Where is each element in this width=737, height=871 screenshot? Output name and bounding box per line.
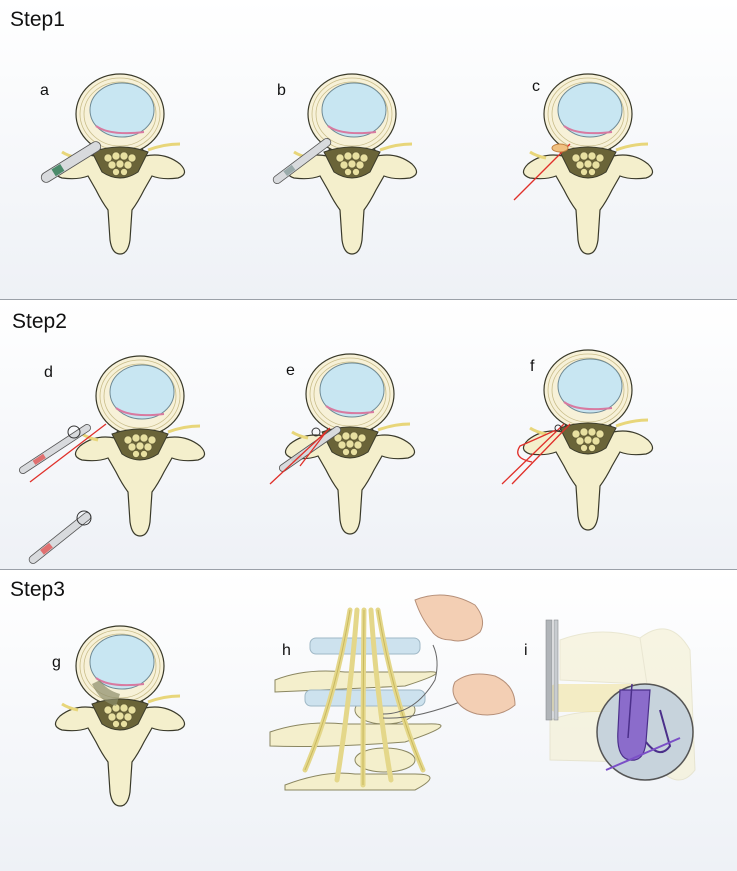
figure-b-vertebra-icon bbox=[272, 73, 418, 255]
step1-panel: Step1 a b c bbox=[0, 0, 737, 299]
figure-label-d: d bbox=[44, 364, 53, 381]
step1-title: Step1 bbox=[10, 8, 65, 31]
guide-wire-icon bbox=[269, 427, 331, 485]
guide-wire-icon bbox=[511, 423, 571, 485]
needle-icon bbox=[272, 138, 332, 185]
figure-d-vertebra-icon bbox=[19, 355, 206, 564]
figure-i-magnified-repair-icon bbox=[545, 619, 696, 781]
guide-wire-icon bbox=[29, 423, 107, 483]
guide-wire-icon bbox=[299, 431, 327, 467]
guide-wire-icon bbox=[501, 423, 565, 485]
needle-icon bbox=[28, 512, 92, 564]
figure-label-a: a bbox=[40, 82, 49, 99]
step3-title: Step3 bbox=[10, 578, 65, 601]
figure-e-vertebra-icon bbox=[269, 353, 416, 535]
figure-label-c: c bbox=[532, 78, 540, 95]
figure-label-g: g bbox=[52, 654, 61, 671]
figure-label-i: i bbox=[524, 642, 528, 659]
divider-1 bbox=[0, 299, 737, 300]
hand-icon bbox=[414, 594, 516, 716]
figure-f-vertebra-icon bbox=[501, 349, 654, 531]
step3-panel: Step3 g h bbox=[0, 570, 737, 871]
step2-title: Step2 bbox=[12, 310, 67, 333]
figure-label-e: e bbox=[286, 362, 295, 379]
step2-panel: Step2 d e f bbox=[0, 300, 737, 569]
figure-label-f: f bbox=[530, 358, 535, 375]
figure-c-vertebra-icon bbox=[513, 73, 654, 255]
figure-a-vertebra-icon bbox=[40, 73, 186, 255]
needle-icon bbox=[40, 141, 102, 183]
figure-g-vertebra-icon bbox=[54, 625, 186, 807]
divider-2 bbox=[0, 569, 737, 570]
figure-label-h: h bbox=[282, 642, 291, 659]
figure-label-b: b bbox=[277, 82, 286, 99]
figure-h-posterior-spine-icon bbox=[269, 594, 516, 791]
guide-wire-icon bbox=[513, 143, 571, 201]
